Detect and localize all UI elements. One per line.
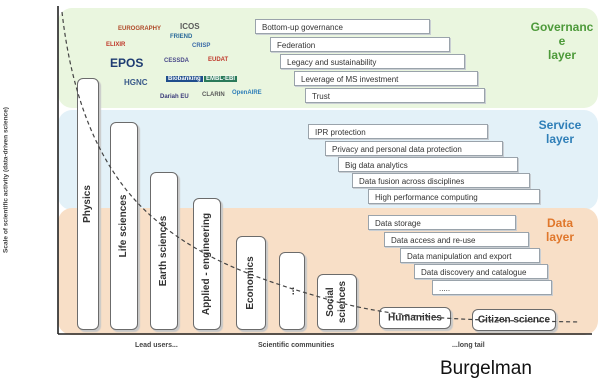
logo-elixir: ELIXIR bbox=[106, 42, 126, 48]
ribbon-trust: Trust bbox=[305, 88, 485, 103]
logo-eudat: EUDAT bbox=[208, 57, 229, 63]
ribbon-ipr-protection: IPR protection bbox=[308, 124, 488, 139]
logo-crisp: CRISP bbox=[192, 43, 211, 49]
label-economics: Economics bbox=[245, 256, 256, 310]
label-citizen-science: Citizen science bbox=[477, 314, 551, 326]
ribbon-privacy: Privacy and personal data protection bbox=[325, 141, 503, 156]
label-humanities: Humanities bbox=[388, 312, 442, 324]
label-ellipsis: ... bbox=[286, 286, 297, 296]
bar-citizen-science: Citizen science bbox=[472, 309, 556, 331]
ribbon-leverage-ms-investment: Leverage of MS investment bbox=[294, 71, 478, 86]
logo-dariah: Dariah EU bbox=[160, 94, 189, 100]
logo-emblebi: EMBL-EBI bbox=[204, 76, 237, 82]
bar-economics: Economics bbox=[236, 236, 266, 330]
ribbon-data-discovery: Data discovery and catalogue bbox=[414, 264, 548, 279]
service-layer-label: Service layer bbox=[538, 118, 582, 146]
data-layer-label: Data layer bbox=[545, 216, 575, 244]
bar-earth-sciences: Earth sciences bbox=[150, 172, 178, 330]
logo-friend: FRIEND bbox=[170, 34, 193, 40]
bar-applied-engineering: Applied - engineering bbox=[193, 198, 221, 330]
label-life-sciences: Life sciences bbox=[118, 194, 129, 258]
bar-ellipsis: ... bbox=[279, 252, 305, 330]
logo-epos: EPOS bbox=[110, 56, 144, 70]
credit-caption: Burgelman bbox=[440, 358, 532, 379]
ribbon-data-access: Data access and re-use bbox=[384, 232, 529, 247]
ribbon-data-storage: Data storage bbox=[368, 215, 516, 230]
label-physics: Physics bbox=[82, 185, 93, 223]
ribbon-data-fusion: Data fusion across disciplines bbox=[352, 173, 530, 188]
logo-cessda: Biobanking bbox=[166, 76, 203, 82]
logo-biobanking: CESSDA bbox=[164, 58, 190, 64]
governance-layer-label: Governanc e layer bbox=[530, 20, 594, 62]
ribbon-bottom-up-governance: Bottom-up governance bbox=[255, 19, 430, 34]
bar-humanities: Humanities bbox=[379, 307, 451, 329]
ribbon-data-manipulation: Data manipulation and export bbox=[400, 248, 540, 263]
label-earth-sciences: Earth sciences bbox=[158, 215, 169, 287]
logo-icos: ICOS bbox=[180, 22, 200, 31]
ribbon-big-data-analytics: Big data analytics bbox=[338, 157, 518, 172]
bar-life-sciences: Life sciences bbox=[110, 122, 138, 330]
bar-physics: Physics bbox=[77, 78, 99, 330]
logo-eurography: EUROGRAPHY bbox=[118, 26, 162, 32]
y-axis-title: Scale of scientific activity (data-drive… bbox=[2, 107, 10, 253]
ribbon-legacy-sustainability: Legacy and sustainability bbox=[280, 54, 465, 69]
ribbon-data-more: ..... bbox=[432, 280, 552, 295]
bar-social-sciences: Social sciences bbox=[317, 274, 357, 330]
x-axis-label-left: Lead users... bbox=[135, 342, 178, 349]
ribbon-hpc: High performance computing bbox=[368, 189, 540, 204]
logo-hgnc: HGNC bbox=[124, 78, 148, 87]
ribbon-federation: Federation bbox=[270, 37, 450, 52]
label-social-sciences: Social sciences bbox=[325, 280, 348, 324]
x-axis-label-mid: Scientific communities bbox=[258, 342, 335, 349]
x-axis-label-right: ...long tail bbox=[452, 342, 485, 349]
logo-openaire: OpenAIRE bbox=[232, 90, 262, 96]
label-applied-engineering: Applied - engineering bbox=[201, 212, 212, 316]
logo-clarin: CLARIN bbox=[202, 92, 225, 98]
